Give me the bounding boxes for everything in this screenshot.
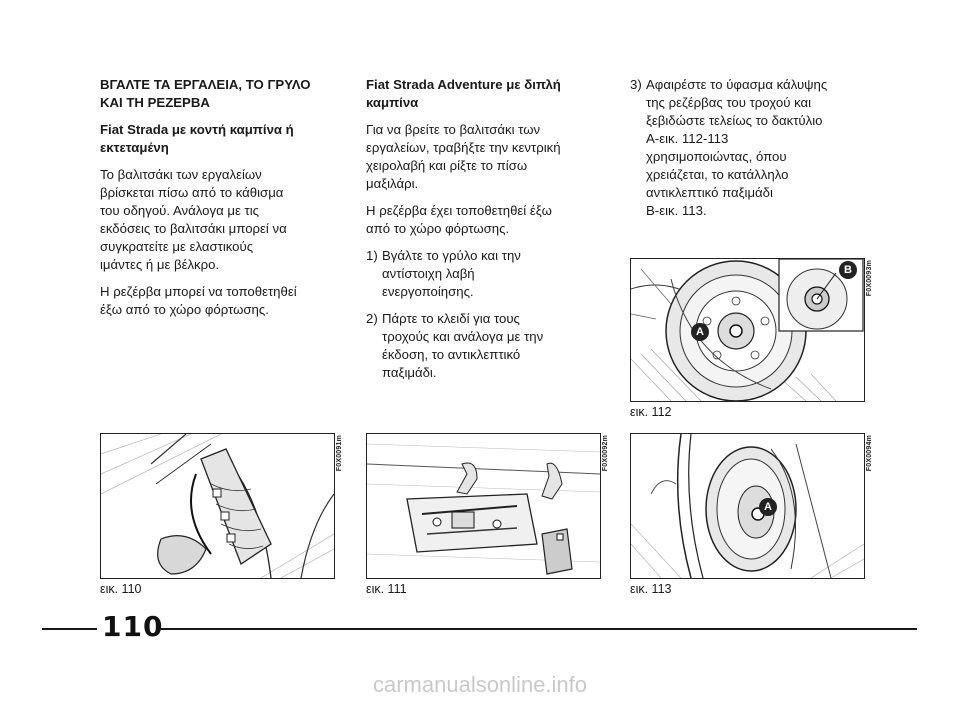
- text-line: Η ρεζέρβα μπορεί να τοποθετηθεί: [100, 284, 297, 299]
- text-line: μαξιλάρι.: [366, 176, 419, 191]
- text-line: Πάρτε το κλειδί για τους: [382, 311, 520, 326]
- figure-110: [100, 433, 335, 579]
- figure-113: A: [630, 433, 865, 579]
- column-3: 3) Αφαιρέστε το ύφασμα κάλυψης της ρεζέρ…: [630, 76, 870, 229]
- list-item-number: 2): [366, 311, 378, 326]
- list-item: 3) Αφαιρέστε το ύφασμα κάλυψης της ρεζέρ…: [630, 76, 870, 220]
- text-line: ενεργοποίησης.: [382, 284, 474, 299]
- text-line: βρίσκεται πίσω από το κάθισμα: [100, 185, 284, 200]
- text-line: συγκρατείτε με ελαστικούς: [100, 239, 254, 254]
- list-item: 2) Πάρτε το κλειδί για τους τροχούς και …: [366, 310, 606, 382]
- subsection-title: Fiat Strada Adventure με διπλή καμπίνα: [366, 76, 606, 112]
- paragraph: Το βαλιτσάκι των εργαλείων βρίσκεται πίσ…: [100, 166, 340, 274]
- text-line: παξιμάδι.: [382, 365, 437, 380]
- jack-compartment-illustration: [367, 434, 600, 578]
- text-line: εργαλείων, τραβήξτε την κεντρική: [366, 140, 561, 155]
- figure-caption: εικ. 110: [100, 582, 142, 596]
- list-item-text: Βγάλτε το γρύλο και την αντίστοιχη λαβή …: [382, 247, 606, 301]
- figure-code: F0X0093m: [866, 260, 873, 297]
- paragraph: Η ρεζέρβα μπορεί να τοποθετηθεί έξω από …: [100, 283, 340, 319]
- figure-caption: εικ. 111: [366, 582, 407, 596]
- text-line: αντίστοιχη λαβή: [382, 266, 475, 281]
- text-line: εκδόσεις το βαλιτσάκι μπορεί να: [100, 221, 287, 236]
- page-rule-right: [160, 628, 917, 630]
- text-line: χρησιμοποιώντας, όπου: [646, 149, 787, 164]
- subsection-title-line: Fiat Strada με κοντή καμπίνα ή: [100, 122, 294, 137]
- figure-code: F0X0091m: [336, 435, 343, 472]
- subsection-title: Fiat Strada με κοντή καμπίνα ή εκτεταμέν…: [100, 121, 340, 157]
- text-line: χειρολαβή και ρίξτε το πίσω: [366, 158, 528, 173]
- text-line: Για να βρείτε το βαλιτσάκι των: [366, 122, 541, 137]
- text-line: A-εικ. 112-113: [646, 131, 729, 146]
- section-title: ΒΓΑΛΤΕ ΤΑ ΕΡΓΑΛΕΙΑ, ΤΟ ΓΡΥΛΟ ΚΑΙ ΤΗ ΡΕΖΕ…: [100, 76, 340, 112]
- page-number: 110: [102, 610, 164, 643]
- text-line: Η ρεζέρβα έχει τοποθετηθεί έξω: [366, 203, 552, 218]
- figure-caption: εικ. 113: [630, 582, 672, 596]
- text-line: της ρεζέρβας του τροχού και: [646, 95, 812, 110]
- text-line: χρειάζεται, το κατάλληλο: [646, 167, 789, 182]
- figure-code: F0X0094m: [866, 435, 873, 472]
- text-line: του οδηγού. Ανάλογα με τις: [100, 203, 260, 218]
- figure-caption: εικ. 112: [630, 405, 672, 419]
- callout-a: A: [691, 323, 709, 341]
- list-item-number: 1): [366, 248, 378, 263]
- text-line: Αφαιρέστε το ύφασμα κάλυψης: [646, 77, 828, 92]
- paragraph: Η ρεζέρβα έχει τοποθετηθεί έξω από το χώ…: [366, 202, 606, 238]
- instruction-list: 3) Αφαιρέστε το ύφασμα κάλυψης της ρεζέρ…: [630, 76, 870, 220]
- tool-bag-illustration: [101, 434, 334, 578]
- callout-b: B: [839, 261, 857, 279]
- text-line: τροχούς και ανάλογα με την: [382, 329, 544, 344]
- subsection-title-line: καμπίνα: [366, 95, 419, 110]
- text-line: έξω από το χώρο φόρτωσης.: [100, 302, 269, 317]
- section-title-line: ΚΑΙ ΤΗ ΡΕΖΕΡΒΑ: [100, 95, 210, 110]
- section-title-line: ΒΓΑΛΤΕ ΤΑ ΕΡΓΑΛΕΙΑ, ΤΟ ΓΡΥΛΟ: [100, 77, 311, 92]
- text-line: Βγάλτε το γρύλο και την: [382, 248, 521, 263]
- text-line: Το βαλιτσάκι των εργαλείων: [100, 167, 262, 182]
- figure-111: [366, 433, 601, 579]
- spare-wheel-illustration: [631, 259, 864, 401]
- figure-112: A B: [630, 258, 865, 402]
- callout-a: A: [759, 498, 777, 516]
- list-item: 1) Βγάλτε το γρύλο και την αντίστοιχη λα…: [366, 247, 606, 301]
- page-rule-left: [42, 628, 97, 630]
- instruction-list: 1) Βγάλτε το γρύλο και την αντίστοιχη λα…: [366, 247, 606, 382]
- text-line: από το χώρο φόρτωσης.: [366, 221, 510, 236]
- text-line: ξεβιδώστε τελείως το δακτύλιο: [646, 113, 823, 128]
- list-item-text: Αφαιρέστε το ύφασμα κάλυψης της ρεζέρβας…: [646, 76, 870, 220]
- column-2: Fiat Strada Adventure με διπλή καμπίνα Γ…: [366, 76, 606, 391]
- text-line: ιμάντες ή με βέλκρο.: [100, 257, 220, 272]
- figure-code: F0X0092m: [602, 435, 609, 472]
- subsection-title-line: Fiat Strada Adventure με διπλή: [366, 77, 561, 92]
- list-item-text: Πάρτε το κλειδί για τους τροχούς και ανά…: [382, 310, 606, 382]
- text-line: αντικλεπτικό παξιμάδι: [646, 185, 773, 200]
- list-item-number: 3): [630, 77, 642, 92]
- spare-wheel-removal-illustration: [631, 434, 864, 578]
- text-line: B-εικ. 113.: [646, 203, 707, 218]
- text-line: έκδοση, το αντικλεπτικό: [382, 347, 521, 362]
- subsection-title-line: εκτεταμένη: [100, 140, 169, 155]
- watermark: carmanualsonline.info: [372, 672, 588, 697]
- column-1: ΒΓΑΛΤΕ ΤΑ ΕΡΓΑΛΕΙΑ, ΤΟ ΓΡΥΛΟ ΚΑΙ ΤΗ ΡΕΖΕ…: [100, 76, 340, 328]
- paragraph: Για να βρείτε το βαλιτσάκι των εργαλείων…: [366, 121, 606, 193]
